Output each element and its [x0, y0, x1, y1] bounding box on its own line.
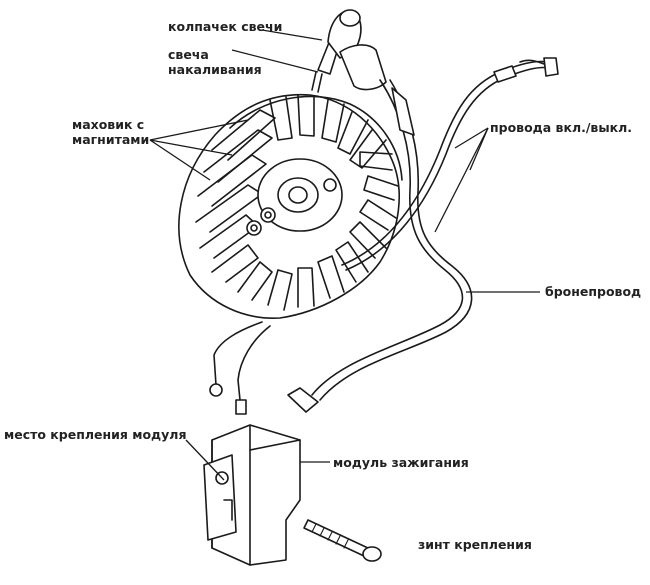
label-spark-cap: колпачек свечи: [168, 19, 283, 34]
label-spark-plug: свеча накаливания: [168, 47, 262, 77]
on-off-wires: [209, 57, 559, 415]
label-spark-plug-line2: накаливания: [168, 62, 262, 77]
label-armored-wire: бронепровод: [545, 284, 642, 299]
label-flywheel-line1: маховик с: [72, 117, 145, 132]
leader-lines: [149, 29, 540, 481]
label-flywheel: маховик с магнитами: [72, 117, 149, 147]
ignition-module: [203, 387, 319, 566]
mounting-screw: [303, 519, 382, 562]
label-module-mount: место крепления модуля: [4, 427, 187, 442]
spark-plug-and-cap: [311, 9, 387, 93]
label-flywheel-line2: магнитами: [72, 132, 150, 147]
label-spark-plug-line1: свеча: [168, 47, 209, 62]
label-mount-screw: зинт крепления: [418, 537, 532, 552]
flywheel-with-magnets: [178, 93, 403, 319]
armored-wire: [311, 79, 473, 401]
label-on-off-wires: провода вкл./выкл.: [490, 120, 633, 135]
label-ignition-module: модуль зажигания: [333, 455, 469, 470]
